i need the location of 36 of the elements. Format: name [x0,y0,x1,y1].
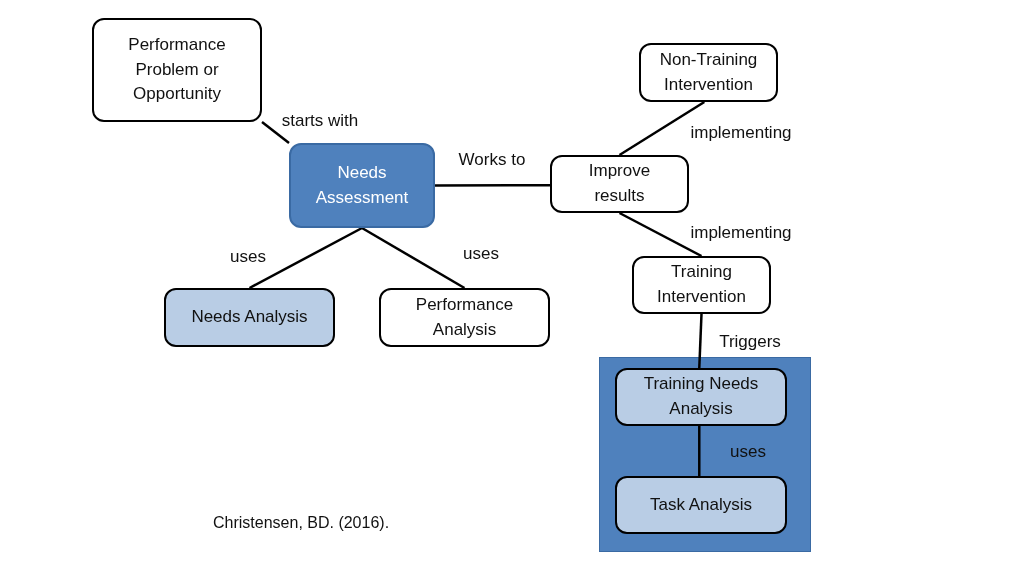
node-text: Training Intervention [656,261,747,308]
connector-line [618,211,703,258]
connector-line [698,426,701,476]
node-text: Needs Assessment [314,161,410,209]
edge-label: implementing [690,223,792,243]
edge-label: implementing [690,123,792,143]
connector-line [261,121,290,144]
node-text: Needs Analysis [191,306,308,329]
concept-box [289,143,435,228]
edge-label: uses [230,247,266,267]
concept-box [164,288,335,347]
concept-box [639,43,778,102]
node-text: Training Needs Analysis [642,373,760,420]
group-panel [599,357,811,552]
concept-box [615,476,787,534]
connector-line [361,226,466,290]
node-text: Non-Training Intervention [658,48,759,96]
edge-label: uses [730,442,766,462]
concept-box [379,288,550,347]
concept-box [632,256,771,314]
connector-line [248,226,363,290]
concept-box [550,155,689,213]
edge-label: Works to [458,150,526,170]
connector-line [618,100,705,157]
concept-box [615,368,787,426]
node-text: Improve results [587,160,652,207]
edge-label: Triggers [719,332,781,352]
node-text: Performance Analysis [414,293,515,341]
edge-label: starts with [281,111,359,131]
connector-line [435,183,550,187]
node-text: Performance Problem or Opportunity [127,34,227,106]
citation-text: Christensen, BD. (2016). [213,514,390,532]
node-text: Task Analysis [649,493,752,516]
edge-label: uses [463,244,499,264]
concept-box [92,18,262,122]
connector-line [698,313,703,369]
